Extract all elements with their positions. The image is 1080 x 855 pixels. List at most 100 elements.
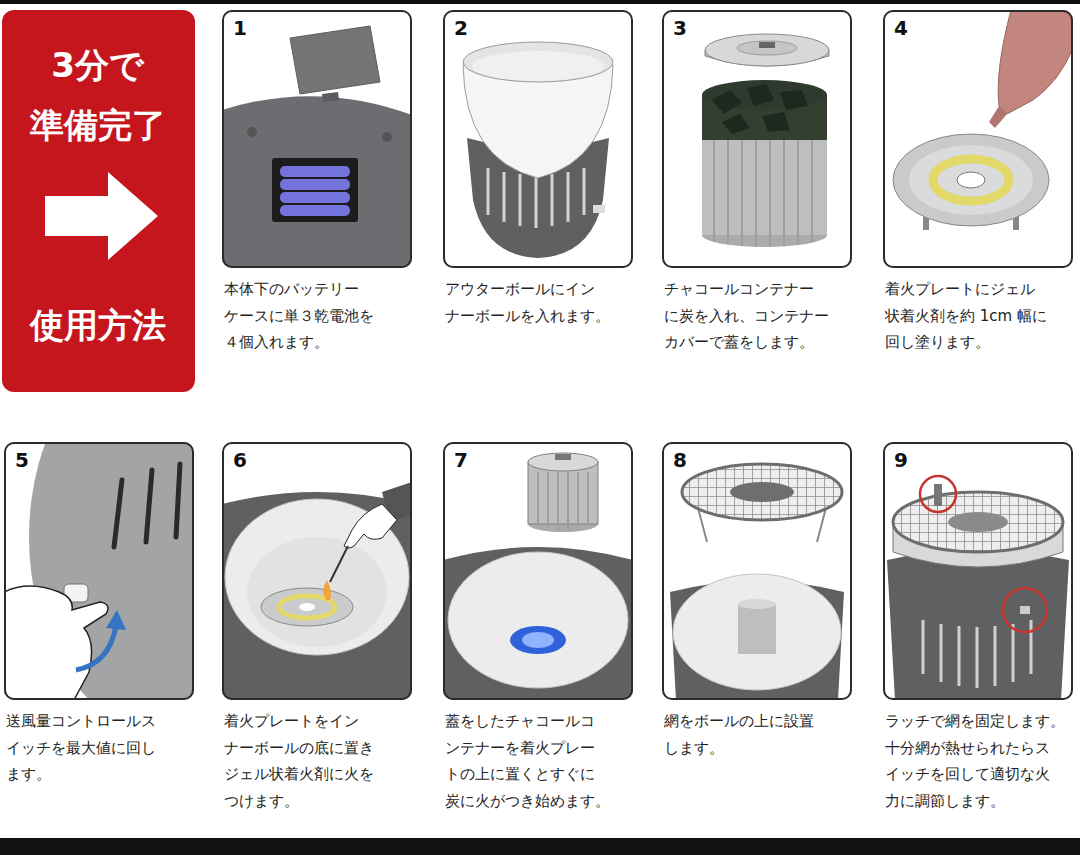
grate-illustration (670, 464, 844, 700)
foot (382, 132, 392, 142)
step-number: 4 (894, 16, 908, 40)
step-frame (222, 10, 412, 268)
latch (593, 205, 605, 213)
flame-core (522, 632, 554, 648)
inner-bowl (225, 499, 409, 655)
latch-illustration (887, 476, 1069, 700)
match (330, 546, 348, 582)
turn-arrow-head (106, 610, 126, 630)
container-illustration (702, 34, 829, 247)
ignition-plate (261, 588, 353, 626)
container-ribs (538, 472, 588, 530)
gel-ring (933, 159, 1009, 201)
panel-subheading: 使用方法 (0, 295, 195, 355)
outer-bowl (222, 492, 412, 700)
highlight-circle (920, 476, 956, 512)
battery (280, 192, 350, 203)
lid-handle (759, 42, 775, 48)
inner-bowl (448, 552, 628, 688)
container-ribs (714, 140, 812, 247)
step-panel: 9 ラッチで網を固定します。 十分網が熱せられたらス イッチを回して適切な火 力に… (883, 442, 1073, 814)
step-number: 6 (233, 448, 247, 472)
step-panel: 1 本体下のバッテリー ケースに単３乾電池を ４個入れます。 (222, 10, 412, 356)
panel-heading: 3分で 準備完了 (0, 35, 195, 155)
turn-arrow (76, 626, 116, 670)
foot (247, 127, 257, 137)
step-panel: 2 アウターボールにイン ナーボールを入れます。 (443, 10, 633, 329)
step-caption: 本体下のバッテリー ケースに単３乾電池を ４個入れます。 (224, 276, 412, 356)
step-panel: 5 送風量コントロールス イッチを最大値に回し ます。 (4, 442, 194, 788)
step-frame (222, 442, 412, 700)
step-frame (443, 10, 633, 268)
outer-bowl (887, 550, 1069, 700)
container-lid (528, 453, 598, 471)
step-frame (883, 10, 1073, 268)
lid (705, 34, 829, 66)
plate-inner (909, 145, 1033, 215)
cover-tab (322, 92, 339, 102)
inner-bowl-inside (472, 51, 604, 81)
lid-center (737, 41, 797, 55)
step-number: 5 (15, 448, 29, 472)
step-panel: 3 チャコールコンテナー に炭を入れ、コンテナー カバーで蓋をします。 (662, 10, 852, 356)
step-panel: 6 着火プレートをイン ナーボールの底に置き ジェル状着火剤に火を つけます。 (222, 442, 412, 814)
step-number: 7 (454, 448, 468, 472)
step-frame (662, 10, 852, 268)
lid-handle (555, 454, 571, 460)
grate-center (948, 512, 1008, 532)
step-caption: 網をボールの上に設置 します。 (664, 708, 852, 761)
ignition-plate (893, 134, 1049, 226)
container-lid (738, 599, 776, 609)
grate (682, 464, 842, 520)
step-number: 2 (454, 16, 468, 40)
latch (934, 484, 942, 506)
lighting-illustration (222, 482, 412, 700)
step-frame (443, 442, 633, 700)
bottle-nozzle (989, 106, 1007, 128)
arrow-symbol (45, 172, 158, 260)
step-frame (4, 442, 194, 700)
intro-panel: 3分で 準備完了使用方法 (0, 10, 195, 392)
step-caption: 蓋をしたチャコールコ ンテナーを着火プレー トの上に置くとすぐに 炭に火がつき始… (445, 708, 633, 814)
ignite-illustration (443, 453, 633, 700)
step-caption: ラッチで網を固定します。 十分網が熱せられたらス イッチを回して適切な火 力に調… (885, 708, 1073, 814)
container-body (738, 604, 776, 654)
hand (344, 504, 397, 548)
grate (893, 492, 1063, 552)
plate-hole (299, 603, 315, 611)
grate-center (730, 482, 794, 502)
battery (280, 205, 350, 216)
step-caption: 送風量コントロールス イッチを最大値に回し ます。 (6, 708, 194, 788)
inner-bowl (673, 574, 841, 690)
charcoal-lumps (712, 84, 808, 134)
highlight-circle (1003, 588, 1047, 632)
step-number: 3 (673, 16, 687, 40)
step-caption: 着火プレートにジェル 状着火剤を約 1cm 幅に 回し塗ります。 (885, 276, 1073, 356)
outer-bowl (443, 547, 633, 700)
inner-bowl-shade (247, 537, 387, 647)
hand (4, 586, 108, 700)
flame (510, 626, 566, 654)
step-number: 1 (233, 16, 247, 40)
step-caption: チャコールコンテナー に炭を入れ、コンテナー カバーで蓋をします。 (664, 276, 852, 356)
step-frame (883, 442, 1073, 700)
step-panel: 4 着火プレートにジェル 状着火剤を約 1cm 幅に 回し塗ります。 (883, 10, 1073, 356)
flame (323, 580, 331, 600)
step-panel: 8 網をボールの上に設置 します。 (662, 442, 852, 761)
battery (280, 179, 350, 190)
step-frame (662, 442, 852, 700)
battery-cover (290, 26, 380, 94)
plate-illustration (893, 10, 1073, 230)
top-bar (0, 0, 1080, 4)
step-caption: 着火プレートをイン ナーボールの底に置き ジェル状着火剤に火を つけます。 (224, 708, 412, 814)
grill-body (222, 96, 412, 268)
bottom-bar (0, 838, 1080, 855)
plate-hole (957, 172, 985, 188)
gel-bottle (998, 10, 1073, 114)
step-caption: アウターボールにイン ナーボールを入れます。 (445, 276, 633, 329)
step-number: 8 (673, 448, 687, 472)
battery-case (272, 158, 358, 222)
step-number: 9 (894, 448, 908, 472)
step-panel: 7 蓋をしたチャコールコ ンテナーを着火プレー トの上に置くとすぐに 炭に火がつき… (443, 442, 633, 814)
